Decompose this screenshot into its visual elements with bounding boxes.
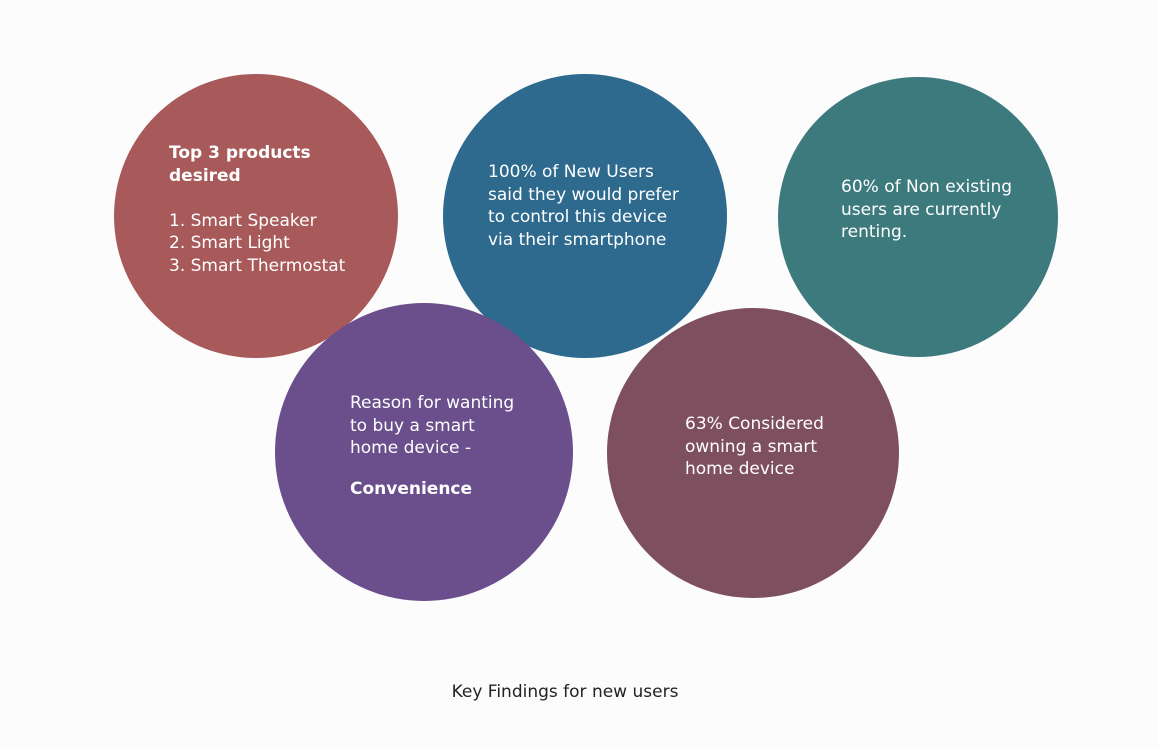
reason-circle [275, 303, 573, 601]
product-item-thermostat: 3. Smart Thermostat [169, 255, 346, 276]
products-finding: Top 3 products desired 1. Smart Speaker … [169, 142, 369, 277]
reason-highlight: Convenience [350, 478, 473, 499]
considered-circle [607, 308, 899, 598]
reason-text: Reason for wanting to buy a smart home d… [350, 393, 515, 458]
considered-text: 63% Considered owning a smart home devic… [685, 414, 824, 479]
product-item-speaker: 1. Smart Speaker [169, 210, 317, 231]
products-list: 1. Smart Speaker 2. Smart Light 3. Smart… [169, 210, 369, 278]
products-circle [114, 74, 398, 358]
renting-text: 60% of Non existing users are currently … [841, 177, 1013, 242]
considered-finding: 63% Considered owning a smart home devic… [685, 413, 865, 481]
renting-circle [778, 77, 1058, 357]
smartphone-circle [443, 74, 727, 358]
smartphone-finding: 100% of New Users said they would prefer… [488, 161, 698, 251]
products-heading: Top 3 products desired [169, 143, 311, 186]
diagram-caption: Key Findings for new users [451, 682, 679, 702]
product-item-light: 2. Smart Light [169, 233, 290, 253]
smartphone-text: 100% of New Users said they would prefer… [488, 162, 679, 250]
reason-finding: Reason for wanting to buy a smart home d… [350, 392, 540, 500]
renting-finding: 60% of Non existing users are currently … [841, 176, 1031, 244]
